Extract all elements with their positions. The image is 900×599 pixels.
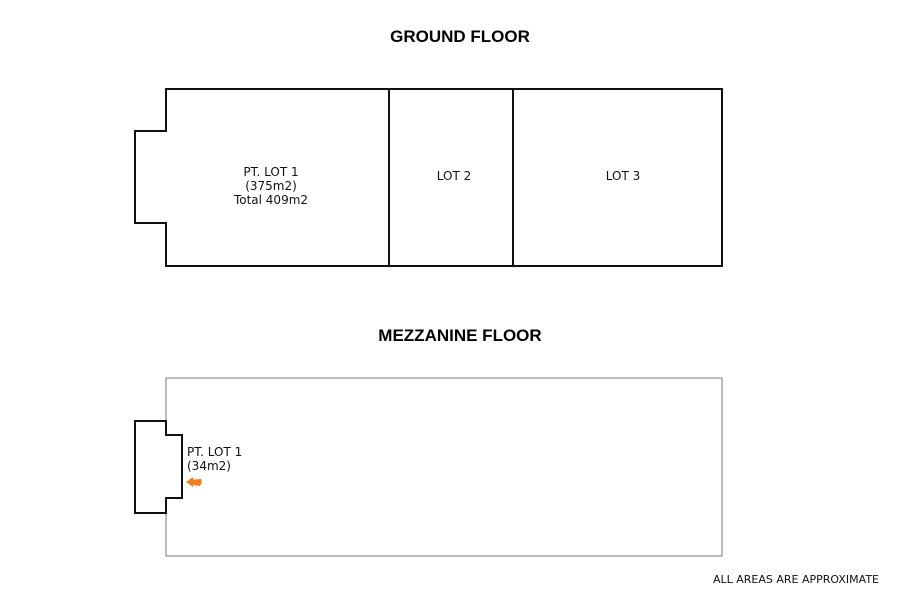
mezzanine-floor-title: MEZZANINE FLOOR — [378, 326, 541, 345]
lot-3-label: LOT 3 — [606, 169, 640, 183]
arrow-left-icon — [186, 477, 202, 487]
ground-floor-title: GROUND FLOOR — [390, 27, 530, 46]
svg-text:Total 409m2: Total 409m2 — [233, 193, 308, 207]
svg-text:PT. LOT 1: PT. LOT 1 — [243, 165, 298, 179]
svg-text:(375m2): (375m2) — [245, 179, 297, 193]
mezzanine-outline — [165, 377, 723, 557]
mezzanine-lot-1-label: PT. LOT 1 (34m2) — [187, 445, 242, 473]
footer-note: ALL AREAS ARE APPROXIMATE — [713, 573, 879, 586]
svg-text:(34m2): (34m2) — [187, 459, 231, 473]
mezzanine-lot-1-outline — [134, 420, 183, 514]
lot-1-label: PT. LOT 1 (375m2) Total 409m2 — [233, 165, 308, 207]
svg-text:PT. LOT 1: PT. LOT 1 — [187, 445, 242, 459]
lot-2-label: LOT 2 — [437, 169, 471, 183]
ground-floor-outline — [134, 88, 723, 267]
